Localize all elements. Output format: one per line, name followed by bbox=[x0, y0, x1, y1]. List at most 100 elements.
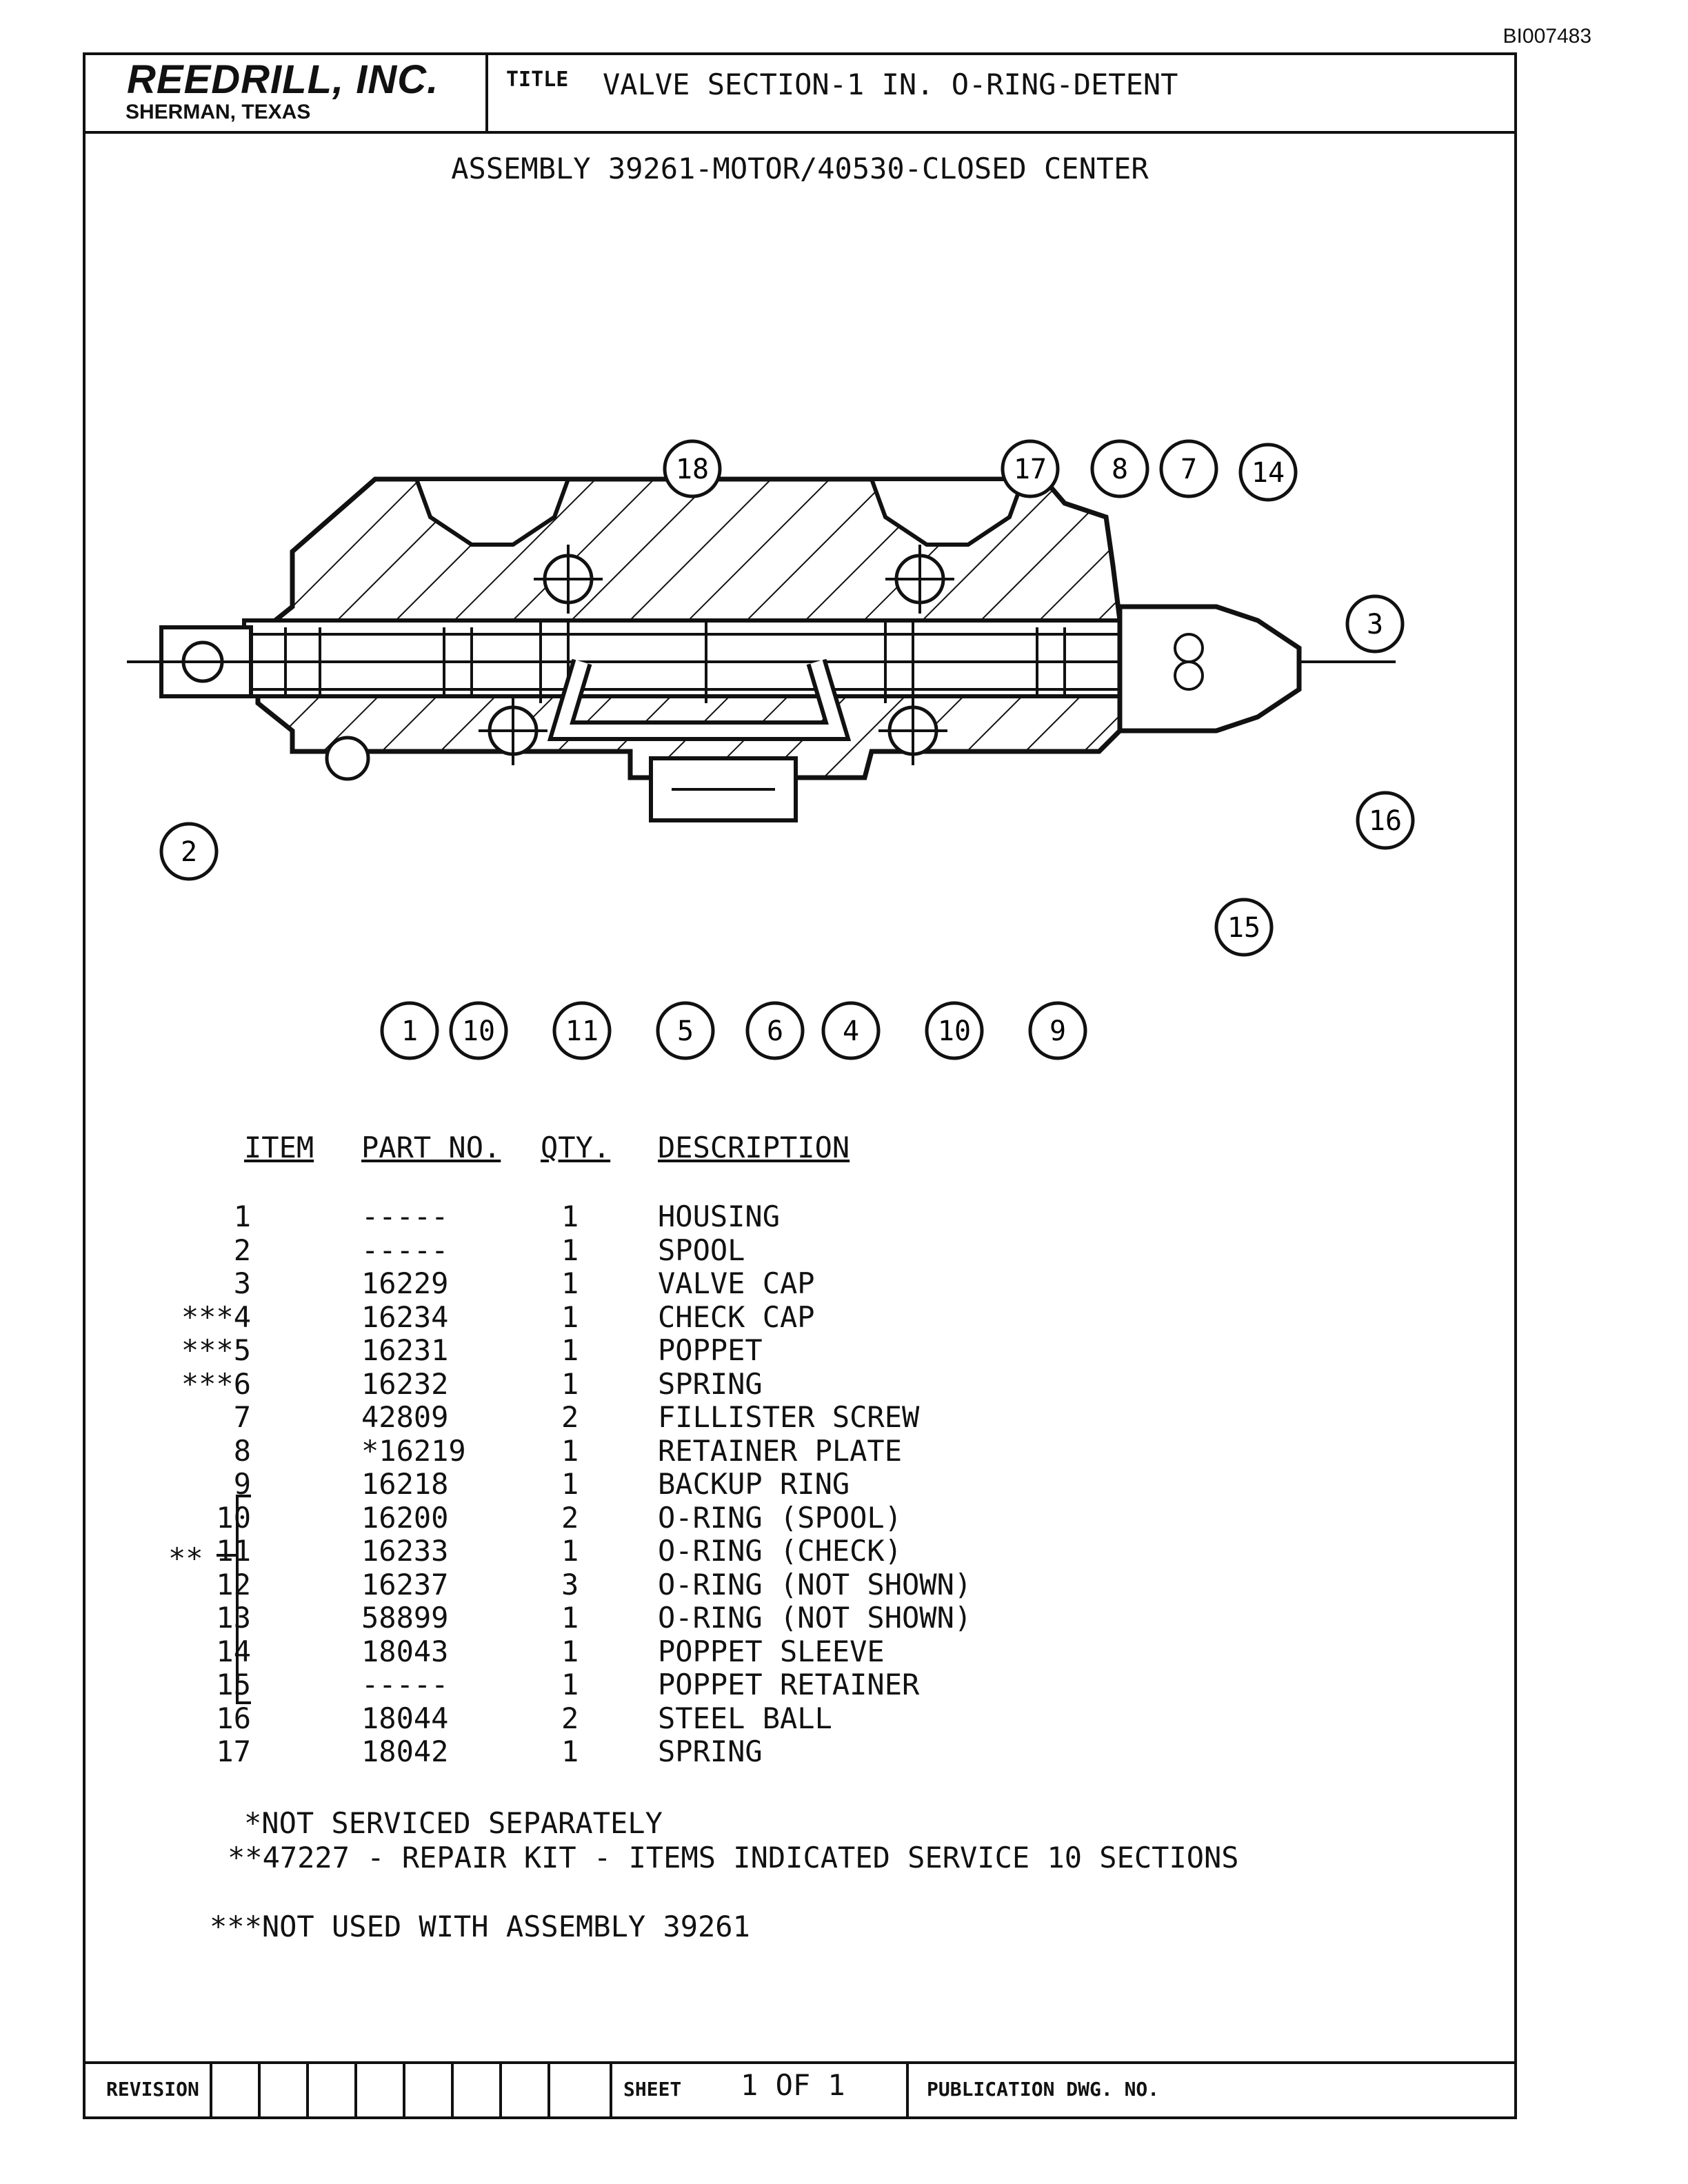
publication-label: PUBLICATION DWG. NO. bbox=[927, 2078, 1160, 2101]
parts-row-part: 16233 bbox=[361, 1534, 449, 1568]
callout-label: 18 bbox=[676, 454, 709, 485]
parts-row-item: 13 bbox=[216, 1601, 251, 1635]
callout-label: 11 bbox=[565, 1015, 599, 1047]
parts-row-desc: O-RING (CHECK) bbox=[658, 1534, 903, 1568]
note-repair-kit: **47227 - REPAIR KIT - ITEMS INDICATED S… bbox=[228, 1841, 1239, 1874]
parts-row-qty: 1 bbox=[561, 1634, 579, 1668]
title-label: TITLE bbox=[506, 68, 569, 92]
parts-row-part: 16232 bbox=[361, 1366, 449, 1401]
parts-row-qty: 3 bbox=[561, 1567, 579, 1601]
parts-row-desc: BACKUP RING bbox=[658, 1467, 850, 1501]
parts-row-qty: 1 bbox=[561, 1366, 579, 1401]
parts-row-desc: O-RING (NOT SHOWN) bbox=[658, 1567, 972, 1601]
parts-row-item: 3 bbox=[233, 1266, 251, 1300]
title-block: REEDRILL, INC. SHERMAN, TEXAS TITLE VALV… bbox=[86, 55, 1514, 134]
parts-row-qty: 1 bbox=[561, 1534, 579, 1568]
company-location: SHERMAN, TEXAS bbox=[125, 101, 311, 123]
drawing-title: VALVE SECTION-1 IN. O-RING-DETENT bbox=[603, 68, 1178, 101]
company-block: REEDRILL, INC. SHERMAN, TEXAS bbox=[86, 55, 488, 131]
callout-bubble bbox=[380, 1001, 439, 1060]
port-left bbox=[413, 477, 572, 547]
callout-label: 5 bbox=[677, 1015, 694, 1047]
callout-bubble bbox=[1028, 1001, 1087, 1060]
parts-row-part: 16200 bbox=[361, 1500, 449, 1535]
callout-label: 3 bbox=[1367, 609, 1383, 640]
callout-bubble bbox=[656, 1001, 715, 1060]
parts-row-item: 10 bbox=[216, 1500, 251, 1535]
parts-row-item: 16 bbox=[216, 1701, 251, 1735]
parts-row-qty: 2 bbox=[561, 1701, 579, 1735]
parts-row-qty: 1 bbox=[561, 1300, 579, 1334]
callout-bubble bbox=[159, 822, 219, 881]
parts-row-desc: POPPET bbox=[658, 1333, 763, 1367]
parts-row-desc: VALVE CAP bbox=[658, 1266, 815, 1300]
callout-label: 8 bbox=[1112, 454, 1128, 485]
parts-row-item: 2 bbox=[233, 1233, 251, 1267]
repair-kit-bracket bbox=[217, 1495, 251, 1704]
parts-row-qty: 1 bbox=[561, 1200, 579, 1233]
callout-bubble bbox=[1356, 791, 1415, 850]
sheet-label: SHEET bbox=[623, 2078, 682, 2101]
parts-row-item: 17 bbox=[216, 1735, 251, 1768]
parts-row-part: 58899 bbox=[361, 1601, 449, 1635]
parts-row-desc: SPRING bbox=[658, 1366, 763, 1401]
parts-row-item: 11 bbox=[216, 1534, 251, 1568]
parts-row-qty: 1 bbox=[561, 1433, 579, 1468]
parts-row-part: ----- bbox=[361, 1668, 449, 1701]
parts-row-desc: RETAINER PLATE bbox=[658, 1433, 903, 1468]
parts-row-item: 7 bbox=[233, 1400, 251, 1434]
callout-bubble bbox=[821, 1001, 881, 1060]
callout-label: 1 bbox=[401, 1015, 418, 1047]
parts-row-part: *16219 bbox=[361, 1433, 466, 1468]
parts-row-item: ***6 bbox=[181, 1366, 251, 1401]
callout-bubble bbox=[1090, 439, 1149, 498]
parts-row-part: 16229 bbox=[361, 1266, 449, 1300]
callout-bubble bbox=[1345, 594, 1405, 654]
parts-row-desc: O-RING (SPOOL) bbox=[658, 1500, 903, 1535]
callout-bubble bbox=[1238, 443, 1298, 502]
col-desc-header: DESCRIPTION bbox=[658, 1131, 850, 1164]
callout-label: 10 bbox=[462, 1015, 495, 1047]
callout-label: 4 bbox=[843, 1015, 859, 1047]
parts-row-desc: CHECK CAP bbox=[658, 1300, 815, 1334]
callout-bubble bbox=[552, 1001, 612, 1060]
parts-row-qty: 1 bbox=[561, 1601, 579, 1635]
callout-label: 10 bbox=[938, 1015, 971, 1047]
parts-row-part: ----- bbox=[361, 1200, 449, 1233]
callout-label: 14 bbox=[1252, 457, 1285, 489]
callout-label: 16 bbox=[1369, 805, 1402, 837]
parts-row-part: 18043 bbox=[361, 1634, 449, 1668]
parts-row-item: 1 bbox=[233, 1200, 251, 1233]
parts-row-desc: O-RING (NOT SHOWN) bbox=[658, 1601, 972, 1635]
parts-row-desc: STEEL BALL bbox=[658, 1701, 832, 1735]
sheet-number: 1 OF 1 bbox=[741, 2068, 845, 2102]
parts-row-desc: POPPET RETAINER bbox=[658, 1668, 920, 1701]
parts-row-part: 16234 bbox=[361, 1300, 449, 1334]
document-id: BI007483 bbox=[1503, 25, 1591, 48]
revision-label: REVISION bbox=[106, 2078, 199, 2101]
callout-label: 15 bbox=[1227, 912, 1260, 944]
callout-bubble bbox=[1001, 439, 1060, 498]
parts-row-qty: 2 bbox=[561, 1400, 579, 1434]
parts-row-part: 16237 bbox=[361, 1567, 449, 1601]
callout-label: 2 bbox=[181, 836, 197, 868]
parts-row-qty: 2 bbox=[561, 1500, 579, 1535]
parts-row-qty: 1 bbox=[561, 1467, 579, 1501]
note-not-serviced: *NOT SERVICED SEPARATELY bbox=[244, 1806, 663, 1840]
callout-bubble bbox=[925, 1001, 984, 1060]
repair-kit-mark: ** bbox=[168, 1541, 203, 1575]
drawing-sheet: REEDRILL, INC. SHERMAN, TEXAS TITLE VALV… bbox=[83, 52, 1517, 2119]
parts-row-part: 18044 bbox=[361, 1701, 449, 1735]
parts-row-item: ***4 bbox=[181, 1300, 251, 1334]
callout-bubble bbox=[1214, 898, 1274, 957]
note-not-used: ***NOT USED WITH ASSEMBLY 39261 bbox=[210, 1910, 750, 1943]
parts-row-qty: 1 bbox=[561, 1668, 579, 1701]
detent-cap bbox=[1117, 604, 1302, 734]
company-name: REEDRILL, INC. bbox=[127, 57, 439, 102]
assembly-subtitle: ASSEMBLY 39261-MOTOR/40530-CLOSED CENTER bbox=[451, 152, 1149, 185]
parts-row-part: 18042 bbox=[361, 1735, 449, 1768]
parts-row-qty: 1 bbox=[561, 1233, 579, 1267]
callout-label: 9 bbox=[1049, 1015, 1066, 1047]
callout-label: 7 bbox=[1180, 454, 1197, 485]
